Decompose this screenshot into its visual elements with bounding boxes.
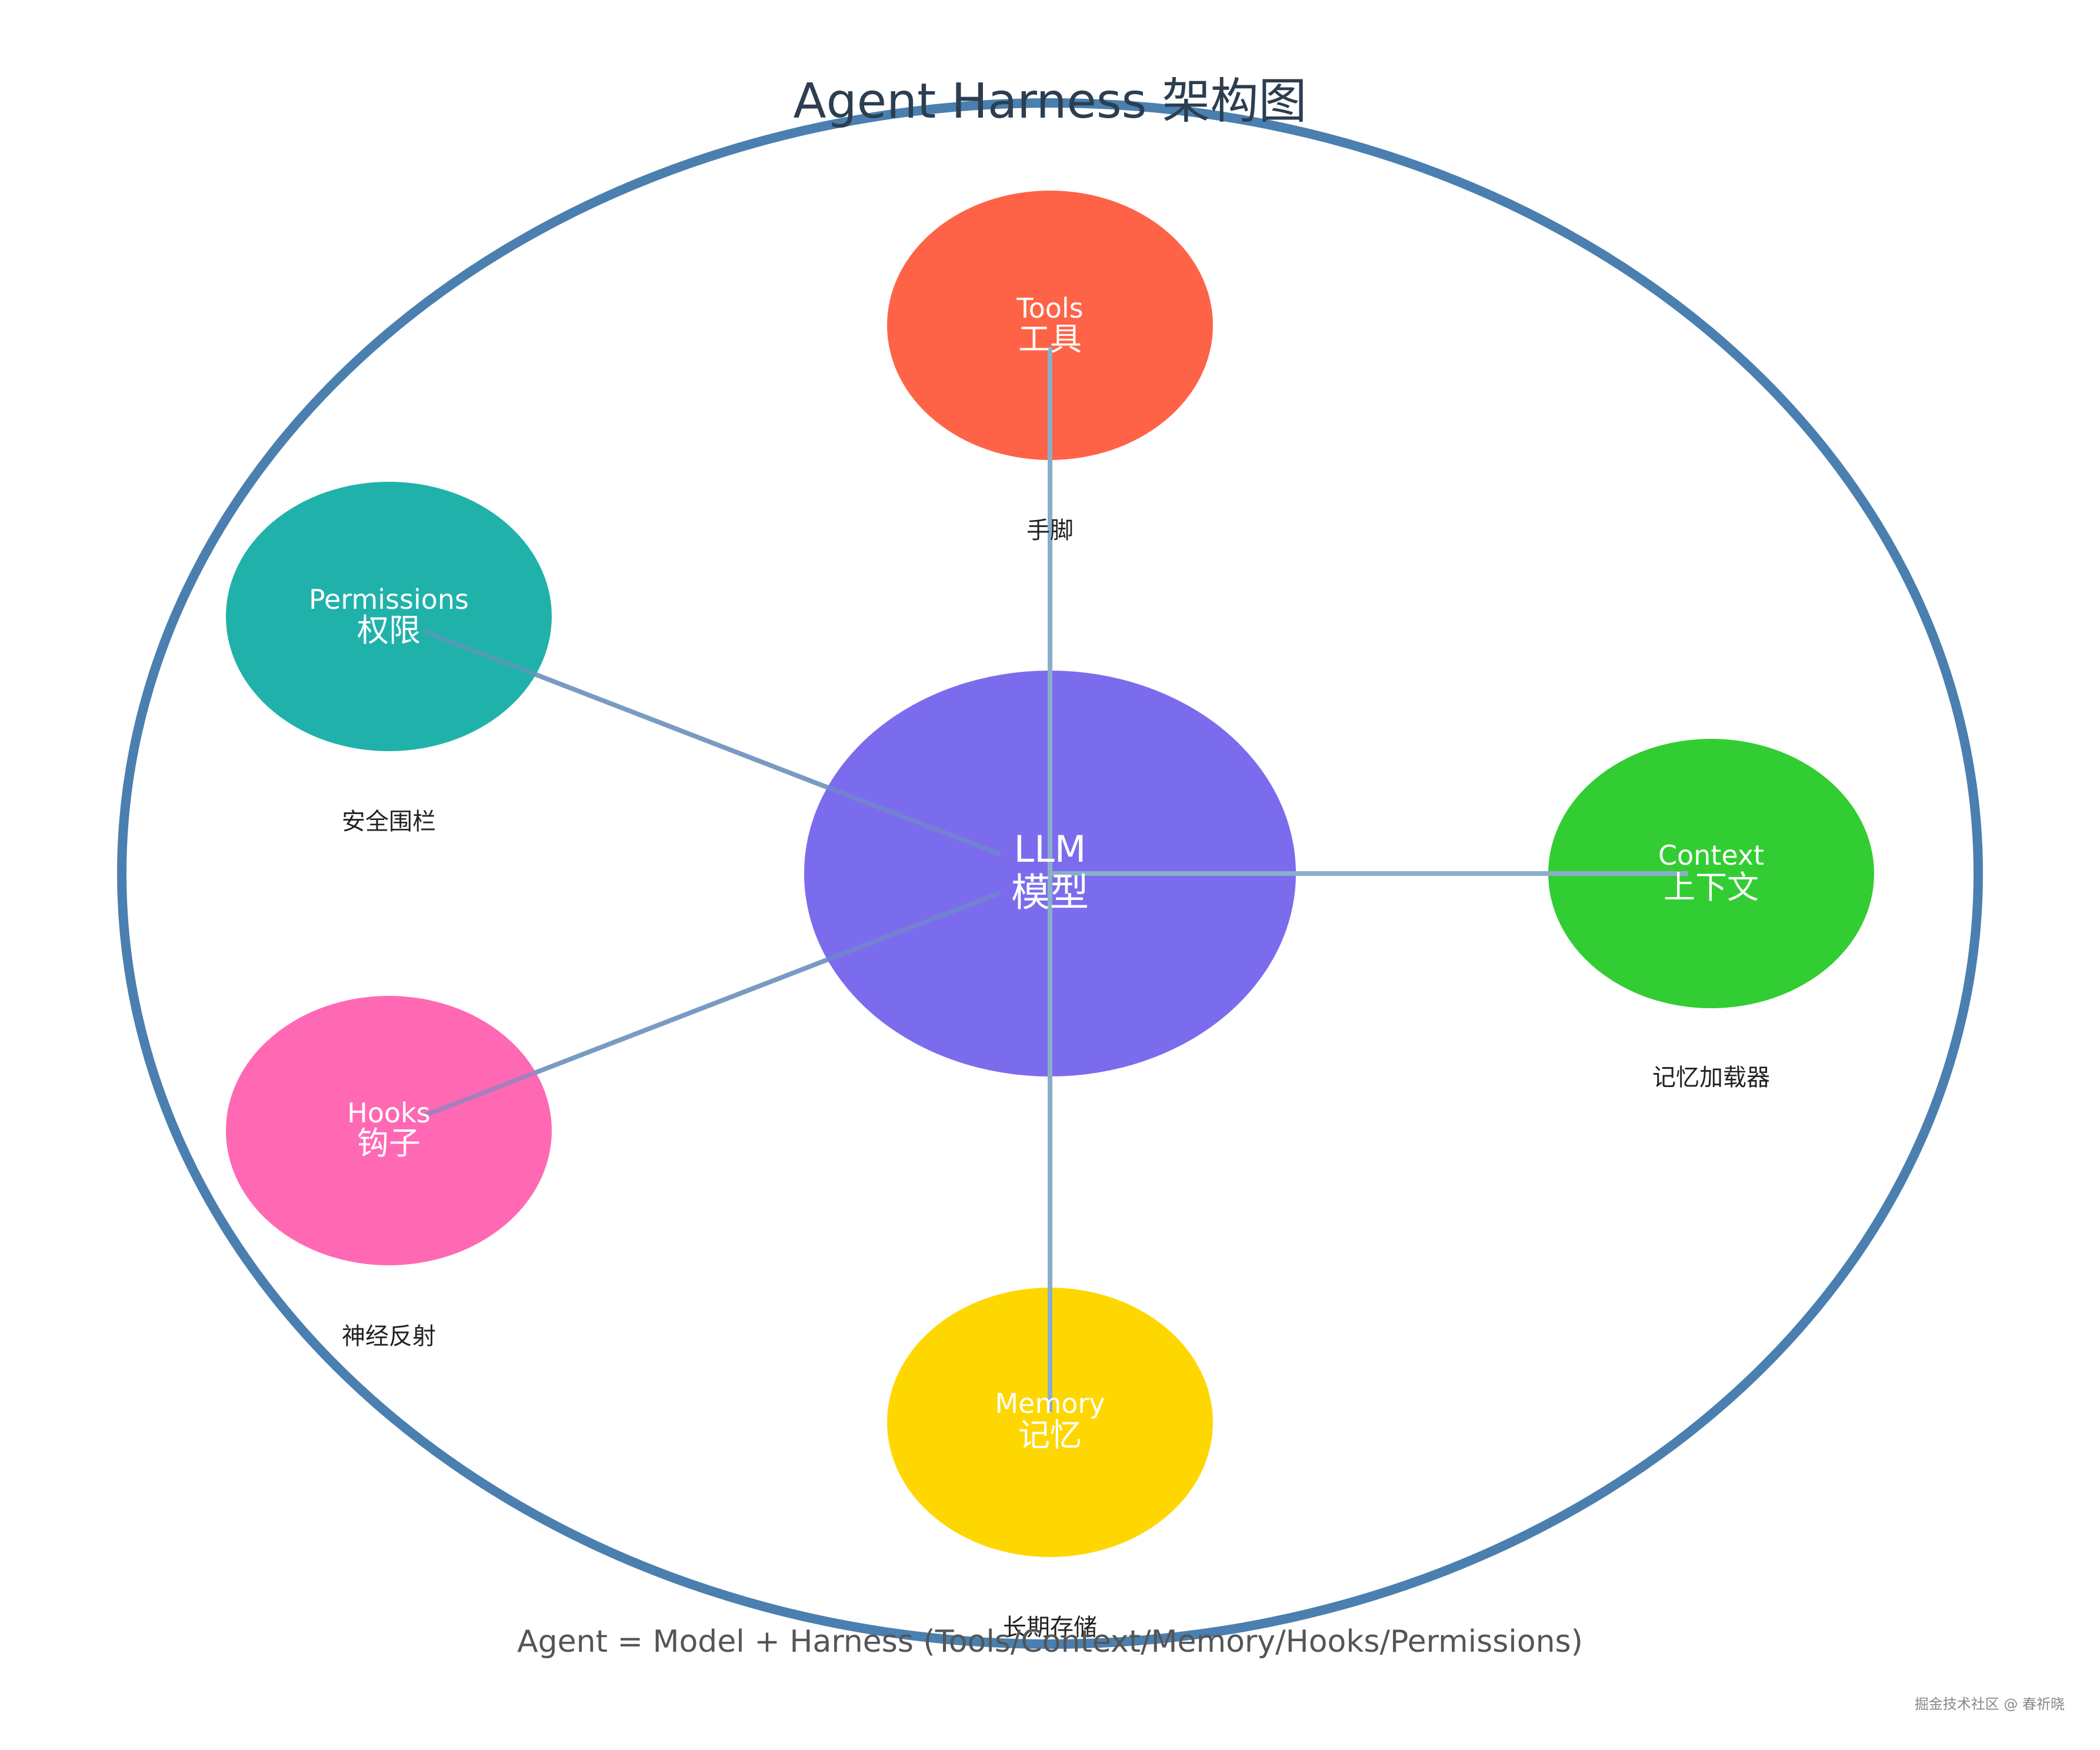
llm-label-zh: 模型 xyxy=(1011,870,1089,915)
hooks-label-zh: 钩子 xyxy=(357,1125,421,1162)
watermark-text: 掘金技术社区 @ 春祈晓 xyxy=(1915,1696,2065,1712)
formula-text: Agent = Model + Harness (Tools/Context/M… xyxy=(517,1624,1583,1659)
hooks-label-en: Hooks xyxy=(347,1097,430,1129)
permissions-caption: 安全围栏 xyxy=(342,808,436,835)
context-label-en: Context xyxy=(1658,839,1764,871)
memory-label-zh: 记忆 xyxy=(1018,1416,1082,1454)
tools-node[interactable] xyxy=(887,191,1213,460)
harness-outer-ring xyxy=(117,98,1983,1649)
tools-label-zh: 工具 xyxy=(1018,321,1082,358)
context-label-zh: 上下文 xyxy=(1664,869,1759,906)
permissions-node[interactable] xyxy=(226,482,552,751)
context-caption: 记忆加载器 xyxy=(1652,1064,1770,1091)
tools-label-en: Tools xyxy=(1016,292,1083,324)
memory-node[interactable] xyxy=(887,1288,1213,1557)
permissions-label-zh: 权限 xyxy=(357,612,421,649)
hooks-node[interactable] xyxy=(226,996,552,1265)
hooks-caption: 神经反射 xyxy=(342,1323,436,1350)
diagram-title: Agent Harness 架构图 xyxy=(794,74,1307,129)
memory-label-en: Memory xyxy=(995,1388,1105,1419)
permissions-label-en: Permissions xyxy=(309,584,469,615)
connector-hooks-overlay xyxy=(422,891,1001,1118)
connector-permissions-overlay xyxy=(422,629,1001,856)
tools-caption: 手脚 xyxy=(1026,517,1074,544)
memory-caption: 长期存储 xyxy=(1003,1614,1097,1641)
llm-label-en: LLM xyxy=(1014,828,1086,871)
context-node[interactable] xyxy=(1548,739,1874,1008)
